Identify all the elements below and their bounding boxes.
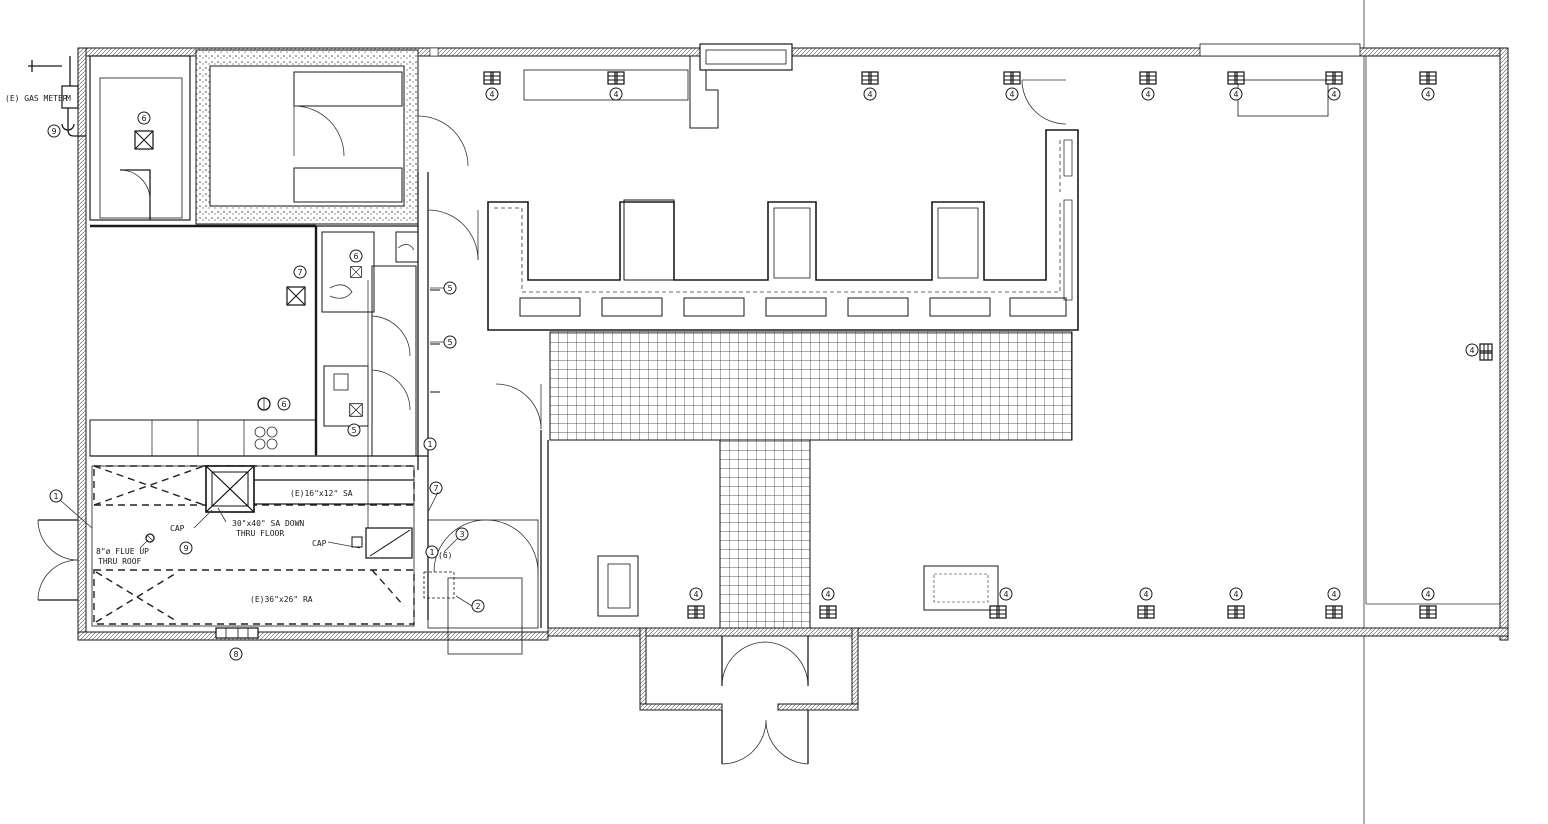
tag-label: 5	[447, 338, 452, 347]
tag-label: 2	[475, 602, 480, 611]
tag-label: 7	[297, 268, 302, 277]
tag-label: 4	[1425, 90, 1430, 99]
tag-label: 4	[1143, 590, 1148, 599]
mechanical-room	[91, 280, 415, 639]
tag-label: 4	[489, 90, 494, 99]
tag-label: 4	[1145, 90, 1150, 99]
tag-label: 4	[1425, 590, 1430, 599]
tag-label: 8	[233, 650, 238, 659]
tag-label: 1	[429, 548, 434, 557]
gas-meter-label: (E) GAS METER	[5, 94, 68, 103]
tag-label: 6	[281, 400, 286, 409]
bar-counter	[487, 79, 1079, 331]
tag-label: 9	[51, 127, 56, 136]
duct-ra-label: (E)36"x26" RA	[250, 595, 313, 604]
tag-label: 4	[825, 590, 830, 599]
cold-rooms	[89, 49, 469, 225]
corridor-doors	[423, 209, 549, 655]
tile-floor	[549, 331, 1073, 629]
tag-label: 4	[1331, 590, 1336, 599]
tag-label: 4	[693, 590, 698, 599]
tag-label: 6	[353, 252, 358, 261]
cap-label-2: CAP	[312, 539, 327, 548]
tag-label: 7	[433, 484, 438, 493]
diffusers	[134, 71, 1493, 619]
tag-label: 4	[1331, 90, 1336, 99]
gas-meter	[28, 56, 86, 137]
tag-label: 4	[613, 90, 618, 99]
sa-down-label-2: THRU FLOOR	[236, 529, 284, 538]
tag-label: 1	[53, 492, 58, 501]
tag-label: 9	[183, 544, 188, 553]
left-door	[37, 519, 79, 601]
tag-label: 1	[427, 440, 432, 449]
duct-sa-label: (E)16"x12" SA	[290, 489, 353, 498]
kitchen-area	[89, 172, 429, 620]
tag-label: 6	[141, 114, 146, 123]
tag-label: 4	[1009, 90, 1014, 99]
bottom-fixtures	[597, 555, 999, 617]
annotations: (E) GAS METER M (E)16"x12" SA (E)36"x26"…	[5, 94, 452, 604]
tag-label: 4	[867, 90, 872, 99]
tag-label: 4	[1003, 590, 1008, 599]
tag-label: 4	[1233, 90, 1238, 99]
flue-label-2: THRU ROOF	[98, 557, 142, 566]
sa-down-label: 30"x40" SA DOWN	[232, 519, 304, 528]
front-vestibule	[639, 627, 859, 765]
tag-label: 4	[1469, 346, 1474, 355]
tag-6-sub: (6)	[438, 551, 452, 560]
flue-label: 8"ø FLUE UP	[96, 547, 149, 556]
tag-label: 5	[447, 284, 452, 293]
tag-label: 3	[459, 530, 464, 539]
tag-label: 5	[351, 426, 356, 435]
equipment-tags: 9 6 7 6 5 5 6 5 1 7 3 1 2 9 1 8 4 4 4 4 …	[47, 87, 1479, 661]
cap-label-1: CAP	[170, 524, 185, 533]
tag-label: 4	[1233, 590, 1238, 599]
exterior-walls	[77, 43, 1509, 641]
meter-box-label: M	[66, 94, 71, 103]
